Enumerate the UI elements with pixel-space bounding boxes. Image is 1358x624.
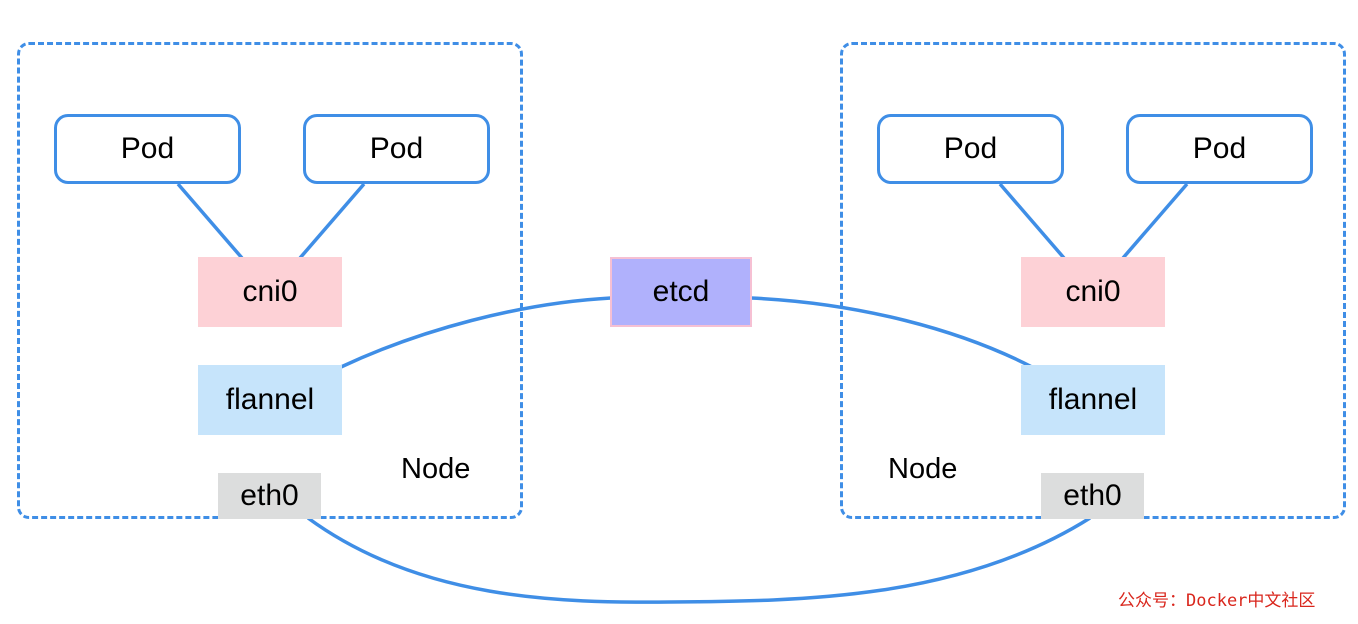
right-cni0-label: cni0: [1065, 275, 1121, 308]
left-cni0-label: cni0: [242, 275, 298, 308]
link-right-pod1-cni: [998, 182, 1066, 260]
left-eth0-box: eth0: [218, 473, 321, 519]
etcd-box: etcd: [610, 257, 752, 327]
right-flannel-label: flannel: [1048, 383, 1138, 416]
left-eth0-label: eth0: [240, 479, 299, 512]
left-node-label: Node: [401, 453, 471, 485]
left-flannel-label: flannel: [225, 383, 315, 416]
right-eth0-label: eth0: [1063, 479, 1122, 512]
link-right-pod2-cni: [1121, 182, 1189, 260]
left-cni0-box: cni0: [198, 257, 342, 327]
etcd-label: etcd: [652, 275, 710, 308]
left-pod-2: Pod: [303, 114, 490, 184]
right-flannel-box: flannel: [1021, 365, 1165, 435]
right-pod-1-label: Pod: [943, 132, 998, 165]
left-flannel-box: flannel: [198, 365, 342, 435]
right-pod-2: Pod: [1126, 114, 1313, 184]
right-pod-1: Pod: [877, 114, 1064, 184]
link-etcd-right-flannel: [750, 296, 1033, 369]
right-node-label: Node: [888, 453, 958, 485]
right-cni0-box: cni0: [1021, 257, 1165, 327]
link-left-pod1-cni: [176, 182, 244, 260]
link-left-pod2-cni: [298, 182, 366, 260]
left-pod-1: Pod: [54, 114, 241, 184]
left-pod-1-label: Pod: [120, 132, 175, 165]
right-eth0-box: eth0: [1041, 473, 1144, 519]
link-left-flannel-etcd: [340, 296, 612, 369]
watermark-text: 公众号：Docker中文社区: [1118, 591, 1316, 611]
left-pod-2-label: Pod: [369, 132, 424, 165]
right-pod-2-label: Pod: [1192, 132, 1247, 165]
link-eth0-eth0: [306, 516, 1091, 604]
